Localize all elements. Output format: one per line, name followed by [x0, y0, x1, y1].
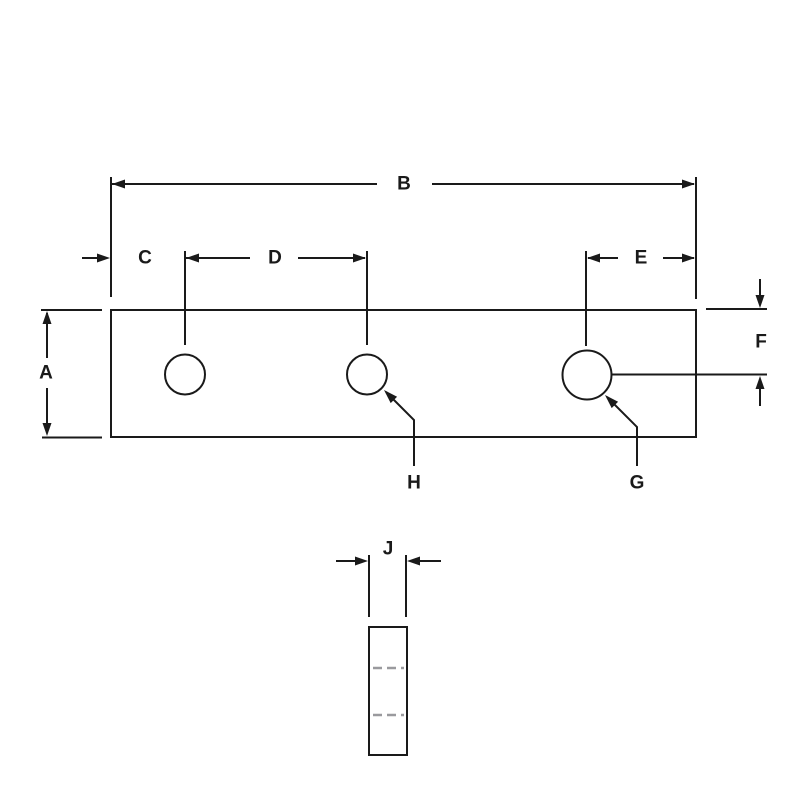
- dimension-j: J: [336, 539, 441, 617]
- dim-label-e: E: [635, 248, 648, 269]
- dimension-a: A: [39, 309, 102, 439]
- dim-a-arrowhead-up: [42, 311, 52, 324]
- dim-b-arrowhead-right: [682, 179, 695, 189]
- dimension-f: F: [611, 279, 767, 406]
- front-view: [110, 309, 697, 438]
- dim-d-arrowhead-left: [186, 253, 199, 263]
- dim-label-h: H: [407, 473, 421, 494]
- side-view-hidden-lines: [373, 666, 404, 717]
- dim-label-f: F: [755, 332, 767, 353]
- dim-b-arrowhead-left: [112, 179, 125, 189]
- leader-g-line: [606, 396, 638, 466]
- dim-label-b: B: [397, 174, 411, 195]
- dim-f-arrowhead-up: [755, 376, 765, 389]
- dim-label-g: G: [630, 473, 645, 494]
- dim-c-arrowhead: [97, 253, 110, 263]
- dim-label-c: C: [138, 248, 152, 269]
- dimension-d: D: [184, 248, 368, 345]
- dim-j-arrowhead-right: [407, 556, 420, 566]
- dim-e-arrowhead-right: [682, 253, 695, 263]
- dimension-b: B: [110, 174, 697, 299]
- leader-g-arrowhead: [605, 395, 619, 409]
- dimension-e: E: [585, 248, 695, 346]
- plate-outline: [110, 309, 697, 438]
- leader-h-line: [385, 391, 415, 466]
- dim-d-arrowhead-right: [353, 253, 366, 263]
- leader-h-arrowhead: [384, 390, 398, 404]
- dim-e-arrowhead-left: [587, 253, 600, 263]
- hole-right-large: [561, 349, 613, 401]
- leader-g: G: [605, 395, 644, 494]
- hole-middle: [346, 353, 388, 396]
- side-view: [368, 626, 408, 756]
- dim-f-arrowhead-down: [755, 295, 765, 308]
- dim-j-arrowhead-left: [355, 556, 368, 566]
- hole-left: [164, 353, 206, 396]
- dim-label-a: A: [39, 363, 53, 384]
- dimension-c: C: [82, 248, 152, 269]
- drawing-ink: B C D E: [39, 174, 767, 756]
- dim-label-j: J: [383, 539, 394, 560]
- dim-a-arrowhead-down: [42, 423, 52, 436]
- side-view-outline: [368, 626, 408, 756]
- dim-label-d: D: [268, 248, 282, 269]
- leader-h: H: [384, 390, 421, 494]
